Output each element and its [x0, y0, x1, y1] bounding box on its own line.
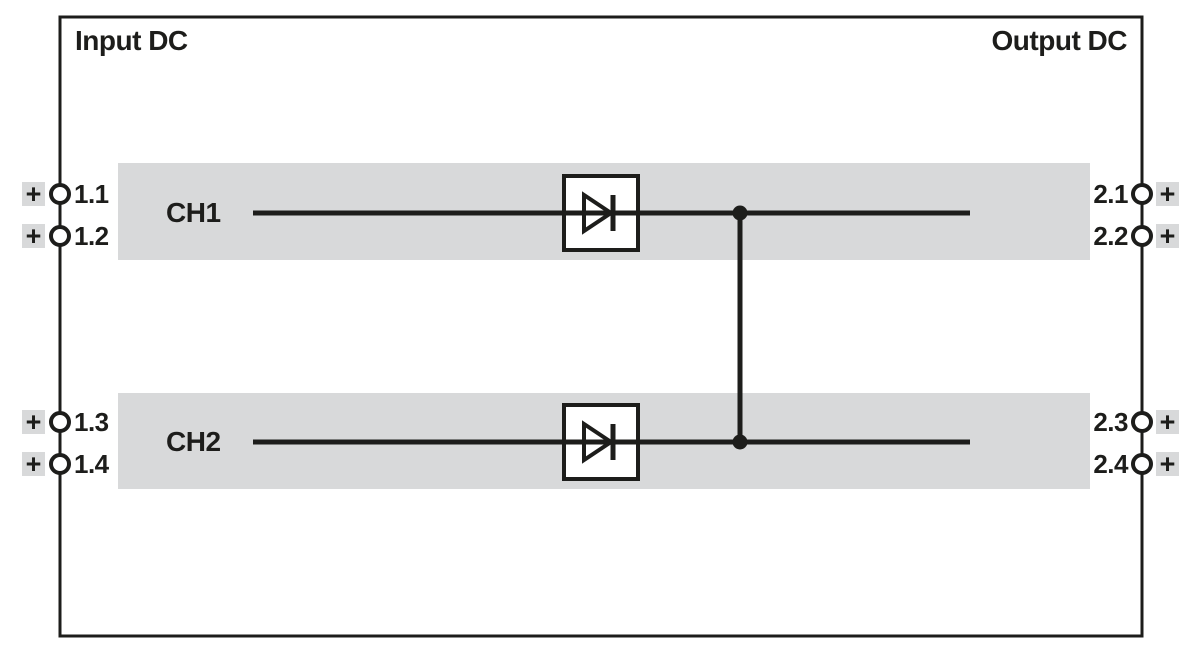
terminal-2-1-polarity-box	[1156, 182, 1179, 206]
terminal-2-3-polarity-box	[1156, 410, 1179, 434]
terminal-2-4-polarity-box	[1156, 452, 1179, 476]
terminal-2-4-label: 2.4	[1093, 449, 1129, 479]
terminal-1-3-polarity-box	[22, 410, 45, 434]
terminal-1-4-polarity: +	[26, 449, 42, 479]
terminal-2-3-contact	[1131, 411, 1153, 433]
terminal-1-4-contact	[49, 453, 71, 475]
terminal-1-4-label: 1.4	[74, 449, 110, 479]
ch1-junction-dot	[732, 205, 748, 221]
terminal-2-4: 2.4 +	[1093, 449, 1179, 479]
terminal-1-2: + 1.2	[22, 221, 109, 251]
diode-ch1	[562, 174, 640, 252]
terminal-2-2: 2.2 +	[1093, 221, 1179, 251]
terminal-2-2-contact	[1131, 225, 1153, 247]
diode-ch2	[562, 403, 640, 481]
input-dc-label: Input DC	[75, 25, 188, 56]
terminal-1-2-polarity: +	[26, 221, 42, 251]
ch2-junction-dot	[732, 434, 748, 450]
terminal-1-1: + 1.1	[22, 179, 109, 209]
terminal-2-1-contact	[1131, 183, 1153, 205]
terminal-2-2-label: 2.2	[1093, 221, 1128, 251]
diode-ch1-anode-triangle	[582, 191, 615, 235]
terminal-2-1: 2.1 +	[1093, 179, 1179, 209]
terminal-1-3-label: 1.3	[74, 407, 109, 437]
terminal-2-2-polarity: +	[1160, 221, 1176, 251]
terminal-1-2-polarity-box	[22, 224, 45, 248]
terminal-1-3-polarity: +	[26, 407, 42, 437]
terminal-2-3-label: 2.3	[1093, 407, 1128, 437]
terminal-1-4-polarity-box	[22, 452, 45, 476]
terminal-1-1-polarity-box	[22, 182, 45, 206]
terminal-1-1-contact	[49, 183, 71, 205]
module-outline	[58, 15, 1144, 638]
terminal-2-2-polarity-box	[1156, 224, 1179, 248]
terminal-2-3: 2.3 +	[1093, 407, 1179, 437]
output-dc-label: Output DC	[992, 25, 1128, 56]
terminal-1-4: + 1.4	[22, 449, 110, 479]
terminal-1-2-contact	[49, 225, 71, 247]
terminal-2-4-contact	[1131, 453, 1153, 475]
ch1-label: CH1	[166, 197, 221, 228]
diode-ch2-anode-triangle	[582, 420, 615, 464]
terminal-2-1-label: 2.1	[1093, 179, 1128, 209]
terminal-1-2-label: 1.2	[74, 221, 109, 251]
terminal-1-1-polarity: +	[26, 179, 42, 209]
terminal-2-1-polarity: +	[1160, 179, 1176, 209]
terminal-2-3-polarity: +	[1160, 407, 1176, 437]
terminal-1-3-contact	[49, 411, 71, 433]
terminal-1-3: + 1.3	[22, 407, 109, 437]
ch2-label: CH2	[166, 426, 221, 457]
terminal-1-1-label: 1.1	[74, 179, 109, 209]
terminal-2-4-polarity: +	[1160, 449, 1176, 479]
